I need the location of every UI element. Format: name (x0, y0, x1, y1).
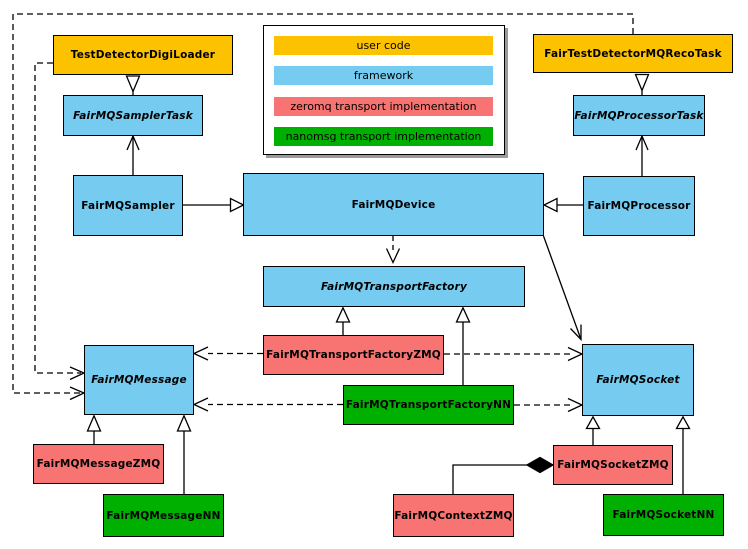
node-fair-test-detector-mq-reco-task: FairTestDetectorMQRecoTask (533, 34, 733, 73)
node-fairmq-transport-factory-nn: FairMQTransportFactoryNN (343, 385, 514, 425)
edge-processor-device (542, 197, 583, 213)
edge-tfzmq-socket (444, 346, 584, 362)
legend: user code framework zeromq transport imp… (263, 25, 505, 155)
node-fairmq-socket-nn: FairMQSocketNN (603, 494, 724, 536)
node-fairmq-context-zmq: FairMQContextZMQ (393, 494, 514, 537)
open-arrowhead-icon (192, 397, 209, 412)
edge-socketzmq-socket (585, 415, 601, 445)
hollow-triangle-icon (125, 75, 141, 94)
open-arrowhead-icon (192, 346, 209, 361)
hollow-triangle-icon (542, 197, 558, 213)
edge-tfzmq-transportfactory (335, 306, 351, 335)
edge-sampler-samplertask (126, 134, 140, 175)
edge-tfnn-transportfactory (455, 306, 471, 385)
node-fairmq-socket-zmq: FairMQSocketZMQ (553, 445, 673, 485)
hollow-triangle-icon (634, 73, 650, 93)
open-arrowhead-icon (635, 134, 649, 151)
hollow-triangle-icon (86, 414, 102, 432)
node-fairmq-transport-factory-zmq: FairMQTransportFactoryZMQ (263, 335, 444, 375)
legend-item-nanomsg: nanomsg transport implementation (274, 127, 493, 146)
edge-contextzmq-socketzmq (452, 456, 555, 494)
edge-recotask-processortask (634, 73, 650, 95)
hollow-triangle-icon (335, 306, 351, 323)
edge-messagezmq-message (86, 414, 102, 444)
legend-item-framework: framework (274, 66, 493, 85)
edge-tfnn-message (192, 397, 343, 412)
edge-sampler-device (183, 197, 245, 213)
open-arrowhead-icon (126, 134, 140, 151)
edge-processor-processortask (635, 134, 649, 176)
legend-item-zeromq: zeromq transport implementation (274, 97, 493, 116)
edge-digiloader-samplertask (125, 75, 141, 95)
hollow-triangle-icon (455, 306, 471, 323)
edge-messagenn-message (176, 414, 192, 494)
node-fairmq-message-nn: FairMQMessageNN (103, 494, 224, 537)
open-arrowhead-icon (385, 248, 401, 265)
node-fairmq-processor-task: FairMQProcessorTask (573, 95, 705, 136)
node-fairmq-device: FairMQDevice (243, 173, 544, 236)
edge-device-socket (542, 235, 582, 342)
edge-tfzmq-message (192, 346, 263, 361)
filled-diamond-icon (525, 456, 555, 474)
node-fairmq-message-zmq: FairMQMessageZMQ (33, 444, 164, 484)
node-fairmq-transport-factory: FairMQTransportFactory (263, 266, 525, 307)
legend-item-user-code: user code (274, 36, 493, 55)
edge-device-transportfactory (385, 236, 401, 265)
open-arrowhead-icon (570, 324, 582, 342)
node-fairmq-sampler: FairMQSampler (73, 175, 183, 236)
open-arrowhead-icon (567, 346, 584, 362)
node-test-detector-digi-loader: TestDetectorDigiLoader (53, 35, 233, 75)
hollow-triangle-icon (585, 415, 601, 430)
hollow-triangle-icon (176, 414, 192, 432)
hollow-triangle-icon (229, 197, 245, 213)
open-arrowhead-icon (567, 397, 584, 413)
node-fairmq-socket: FairMQSocket (582, 344, 694, 416)
hollow-triangle-icon (675, 415, 691, 430)
node-fairmq-message: FairMQMessage (84, 345, 194, 415)
edge-tfnn-socket (514, 397, 584, 413)
node-fairmq-processor: FairMQProcessor (583, 176, 695, 236)
edge-socketnn-socket (675, 415, 691, 494)
node-fairmq-sampler-task: FairMQSamplerTask (63, 95, 203, 136)
